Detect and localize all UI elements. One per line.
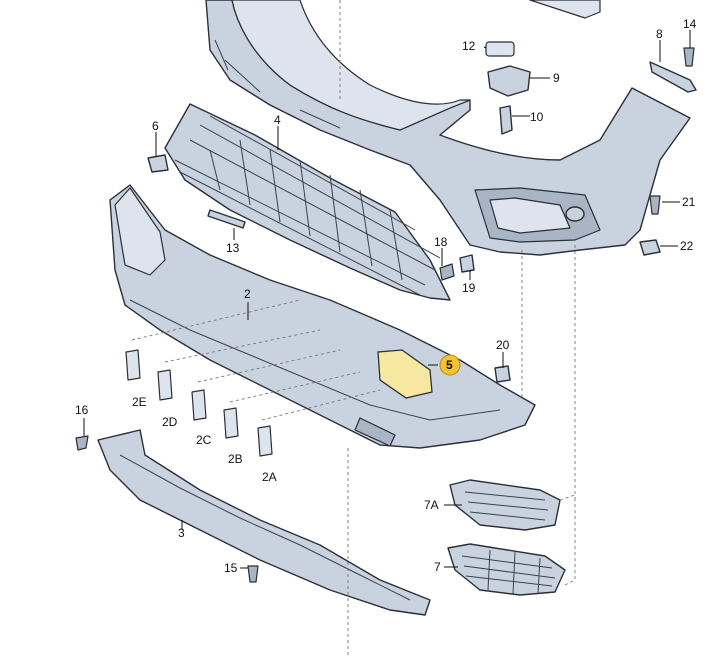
grille-insert-7a <box>449 479 561 531</box>
clip-22 <box>639 239 661 256</box>
spoiler-3 <box>97 429 431 616</box>
label-13: 13 <box>226 241 240 255</box>
label-21: 21 <box>682 195 696 209</box>
label-2d: 2D <box>162 415 178 429</box>
label-15: 15 <box>224 561 238 575</box>
leader-lines <box>83 30 691 569</box>
clip-6 <box>147 154 169 173</box>
label-3: 3 <box>178 526 185 540</box>
label-5: 5 <box>446 358 453 372</box>
cap-12 <box>485 41 515 57</box>
screw-15 <box>247 565 259 583</box>
part-labels: 14 8 12 9 10 6 4 21 22 13 18 19 2 20 5 2… <box>75 17 697 575</box>
label-22: 22 <box>680 239 694 253</box>
assembly-lines <box>131 0 576 656</box>
screw-14 <box>683 47 695 67</box>
grille-insert-7 <box>447 543 566 596</box>
screw-21 <box>649 195 661 215</box>
label-14: 14 <box>683 17 697 31</box>
strip-2d <box>157 369 173 401</box>
strip-2b <box>223 407 239 439</box>
label-10: 10 <box>530 110 544 124</box>
bracket-5 <box>377 349 433 399</box>
trim-13 <box>207 209 246 229</box>
label-7a: 7A <box>424 498 439 512</box>
strip-2c <box>191 389 207 421</box>
small-parts <box>75 41 697 583</box>
bracket-9 <box>487 65 531 97</box>
label-8: 8 <box>656 27 663 41</box>
label-2b: 2B <box>228 452 243 466</box>
label-2: 2 <box>244 287 251 301</box>
label-9: 9 <box>553 71 560 85</box>
label-2e: 2E <box>132 395 147 409</box>
strip-8 <box>649 61 697 93</box>
bumper-cover-upper <box>205 0 691 256</box>
label-2a: 2A <box>262 470 277 484</box>
label-2c: 2C <box>196 433 212 447</box>
strip-2e <box>125 349 141 381</box>
label-12: 12 <box>462 39 476 53</box>
clip-19 <box>459 254 475 273</box>
label-6: 6 <box>152 119 159 133</box>
label-18: 18 <box>434 235 448 249</box>
grille-4 <box>164 103 451 301</box>
label-4: 4 <box>274 113 281 127</box>
screw-18 <box>439 263 455 281</box>
screw-16 <box>75 435 89 451</box>
strip-2a <box>257 425 273 457</box>
clip-20 <box>494 365 511 383</box>
label-20: 20 <box>496 338 510 352</box>
label-7: 7 <box>434 560 441 574</box>
highlight-circle-5 <box>439 354 461 376</box>
clip-10 <box>499 105 513 135</box>
label-16: 16 <box>75 403 89 417</box>
label-19: 19 <box>462 281 476 295</box>
